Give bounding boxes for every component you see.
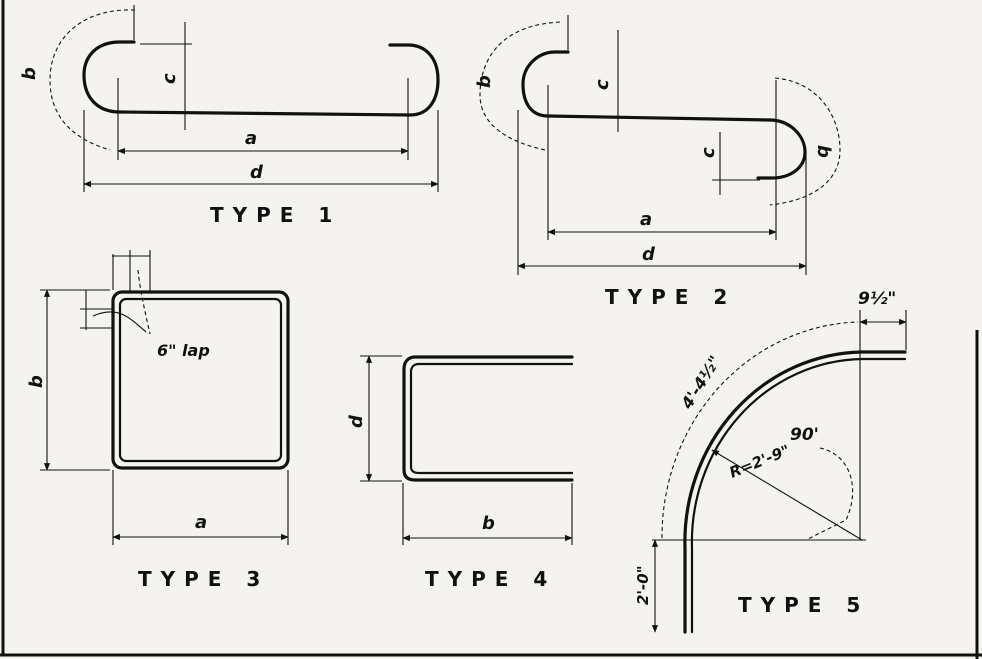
type4-label-b: b — [482, 513, 495, 534]
type2-diagram: b c c b a d TYPE 2 — [474, 15, 841, 309]
type2-label-c-left: c — [592, 79, 613, 90]
type3-label-a: a — [195, 512, 207, 533]
type2-label-d: d — [642, 244, 656, 265]
type5-label-radius: R=2'-9" — [727, 441, 793, 482]
type2-hook-arc-b-right — [769, 77, 841, 206]
type5-title: TYPE 5 — [738, 593, 869, 617]
type3-title: TYPE 3 — [138, 567, 269, 591]
type3-label-b: b — [26, 375, 47, 388]
type2-label-b-right: b — [813, 145, 834, 158]
type2-label-b-left: b — [474, 75, 495, 88]
type4-label-d: d — [346, 414, 367, 428]
type1-label-d: d — [250, 162, 264, 183]
type1-label-b: b — [19, 67, 40, 80]
type4-diagram: d b TYPE 4 — [346, 355, 574, 591]
type5-label-angle: 90' — [790, 425, 819, 445]
type1-bar-shape — [82, 40, 440, 117]
type5-arc-dimension — [661, 321, 859, 539]
type3-diagram: 6" lap b a TYPE 3 — [26, 250, 290, 591]
type5-label-arc-length: 4'-4½" — [677, 352, 725, 413]
type3-label-lap: 6" lap — [157, 341, 210, 360]
type4-inner-bar — [409, 362, 574, 475]
type2-title: TYPE 2 — [605, 285, 736, 309]
type5-outer-bar — [683, 350, 907, 634]
type3-lap-leader — [92, 311, 147, 333]
type4-title: TYPE 4 — [425, 567, 556, 591]
type3-inner-stirrup — [118, 297, 283, 463]
type5-label-extension: 9½" — [858, 289, 896, 309]
type1-hook-arc-b — [49, 9, 136, 151]
type4-outer-bar — [402, 355, 574, 482]
type2-label-c-right: c — [698, 147, 719, 158]
type3-lap-leader — [137, 269, 151, 335]
type5-label-leg: 2'-0" — [634, 565, 652, 605]
type2-hook-arc-b-left — [479, 21, 561, 151]
type1-label-c: c — [159, 73, 180, 84]
type5-angle-arc — [805, 447, 854, 541]
type2-label-a: a — [640, 209, 652, 230]
type1-label-a: a — [245, 128, 257, 149]
type1-title: TYPE 1 — [210, 203, 341, 227]
type5-diagram: 9½" 4'-4½" 90' R=2'-9" 2'-0" TYPE 5 — [634, 289, 907, 634]
type5-inner-bar — [690, 357, 907, 634]
type2-bar-shape — [521, 50, 807, 180]
type3-outer-stirrup — [111, 290, 290, 470]
type1-diagram: b c a d TYPE 1 — [19, 5, 440, 227]
